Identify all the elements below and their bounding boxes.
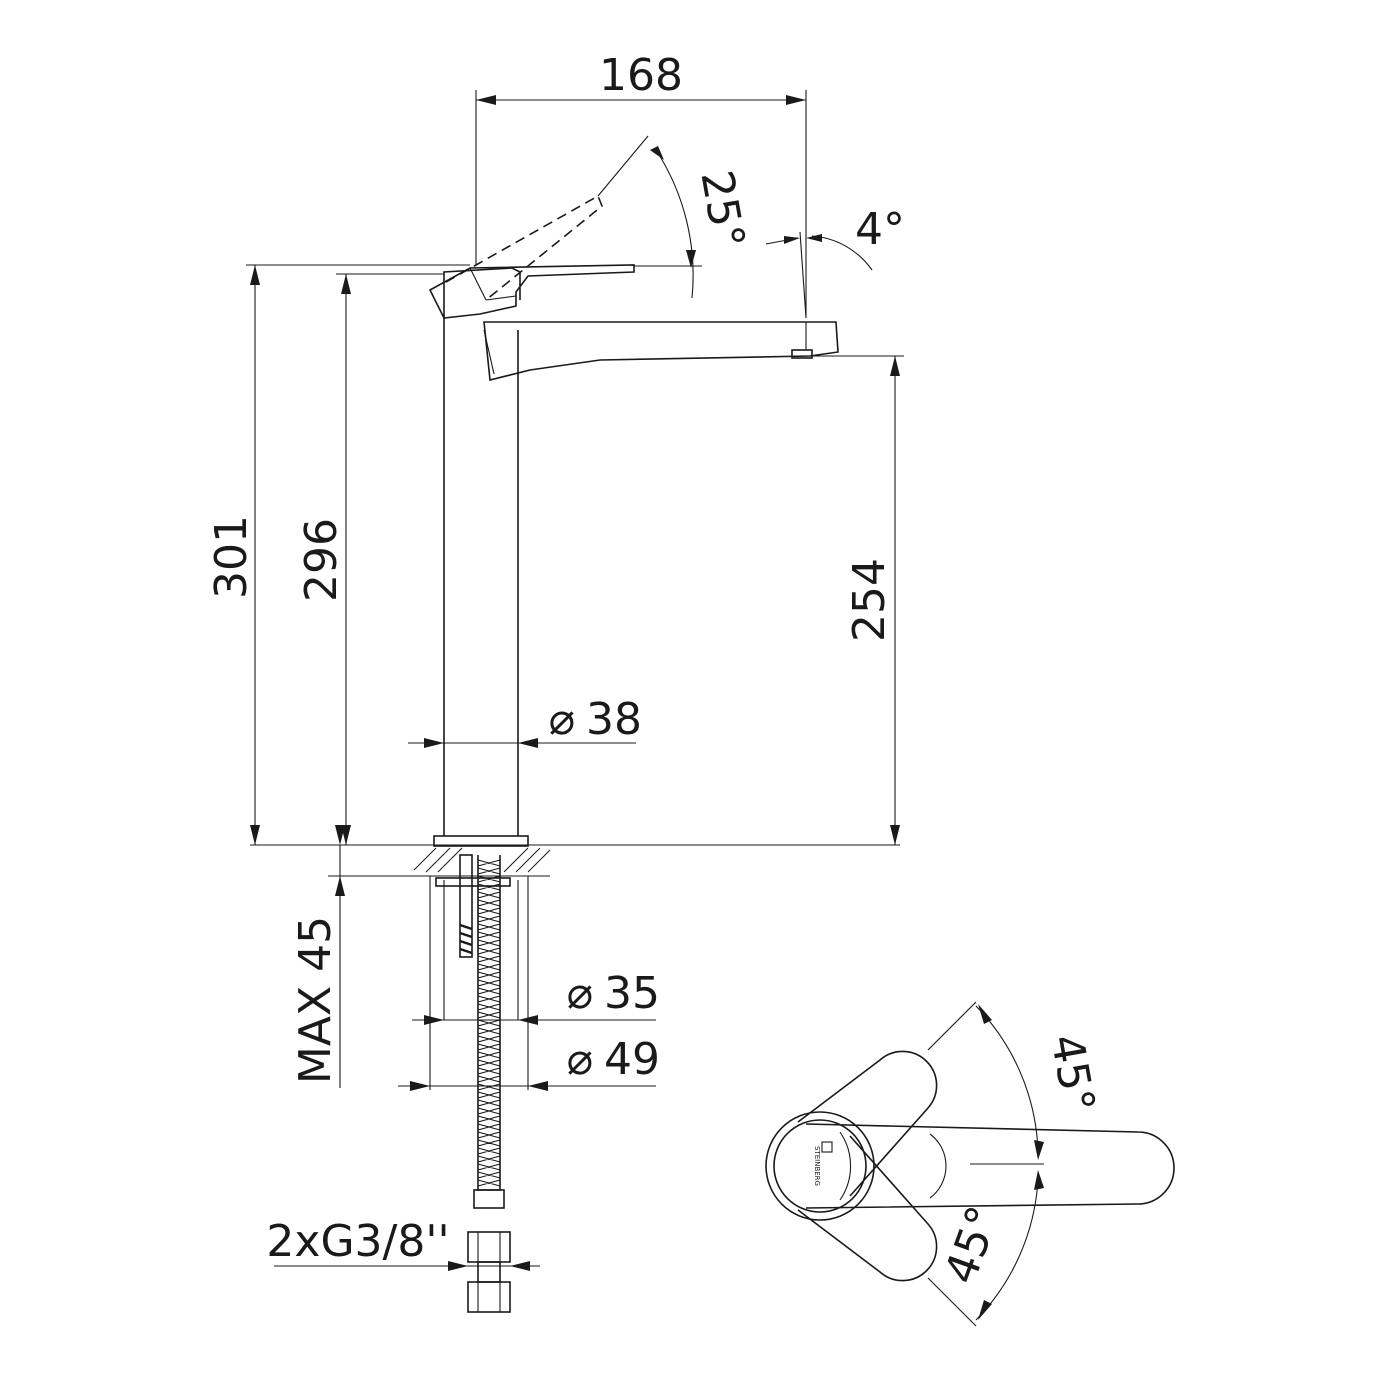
dim-296-label: 296 xyxy=(296,518,347,602)
dim-max45-label: MAX 45 xyxy=(290,916,341,1084)
faucet-side-view xyxy=(428,194,839,847)
dim-25-label: 25° xyxy=(690,167,754,253)
lever-handle-detail xyxy=(469,267,517,301)
dimension-spout-tilt: 4° xyxy=(765,204,905,319)
lever-handle-raised xyxy=(445,194,603,301)
dimension-total-height: 301 xyxy=(206,264,470,845)
dimension-max-countertop: MAX 45 xyxy=(290,825,410,1088)
dimension-hose-thread: 2xG3/8'' xyxy=(266,1216,540,1271)
hose-fitting-upper xyxy=(473,1189,505,1209)
top-rotation-ext-down xyxy=(927,1277,977,1327)
nut-facets xyxy=(477,1232,501,1312)
top-lever-center xyxy=(805,1123,1175,1209)
dim-thread-label: 2xG3/8'' xyxy=(266,1216,449,1267)
spout-inner xyxy=(483,322,807,375)
dim-4-label: 4° xyxy=(855,204,905,255)
top-lever-inner-right xyxy=(929,1133,947,1199)
dimension-body-diameter: ⌀ 38 xyxy=(408,694,642,748)
hose-fitting-nut-lower xyxy=(467,1281,511,1313)
threaded-stud xyxy=(459,854,473,958)
faucet-body-outline xyxy=(443,300,519,836)
faucet-base-plate xyxy=(433,835,529,847)
dimension-flange-35: ⌀ 35 xyxy=(412,968,660,1025)
hose-fitting-nut-upper xyxy=(467,1231,511,1263)
dim-49-label: 49 xyxy=(604,1034,660,1085)
dim-35-symbol: ⌀ xyxy=(567,968,594,1019)
dim-49-symbol: ⌀ xyxy=(567,1034,594,1085)
dim-168-label: 168 xyxy=(599,50,683,101)
dim-45-top-label: 45° xyxy=(1040,1031,1104,1117)
faucet-top-view: STEINBERG 45° 45° xyxy=(765,1001,1175,1327)
dimension-body-height: 296 xyxy=(296,273,444,845)
brand-logo: STEINBERG xyxy=(813,1141,833,1186)
dim-45-bottom-label: 45° xyxy=(935,1200,1010,1291)
dimension-lever-angle: 25° xyxy=(597,135,754,299)
dim-38-symbol: ⌀ xyxy=(549,694,576,745)
top-lever-rotated-down xyxy=(797,1135,938,1282)
countertop-hatching xyxy=(413,847,551,873)
countertop-section xyxy=(250,844,900,1313)
top-lever-inner-left xyxy=(839,1131,852,1201)
hose-braid xyxy=(477,859,501,1187)
top-base-outer xyxy=(765,1111,875,1221)
top-lever-rotated-up xyxy=(797,1050,938,1197)
top-base-inner xyxy=(773,1119,867,1213)
dim-38-label: 38 xyxy=(586,694,642,745)
lever-handle xyxy=(428,264,635,319)
stud-thread xyxy=(459,923,473,955)
base-extension-lines xyxy=(429,876,529,1090)
spout xyxy=(483,321,839,381)
dimension-flange-49: ⌀ 49 xyxy=(398,1034,660,1091)
brand-logo-text: STEINBERG xyxy=(813,1146,821,1186)
dim-301-label: 301 xyxy=(206,515,257,599)
top-rotation-ext-up xyxy=(927,1001,977,1051)
mounting-washer xyxy=(435,877,511,887)
faucet-body-top xyxy=(443,267,521,300)
aerator xyxy=(791,349,813,359)
dim-35-label: 35 xyxy=(604,968,660,1019)
dim-254-label: 254 xyxy=(844,558,895,642)
hose-fitting-collar xyxy=(477,1261,501,1283)
dimension-spout-height: 254 xyxy=(812,355,904,845)
dimension-overall-width: 168 xyxy=(475,50,807,318)
